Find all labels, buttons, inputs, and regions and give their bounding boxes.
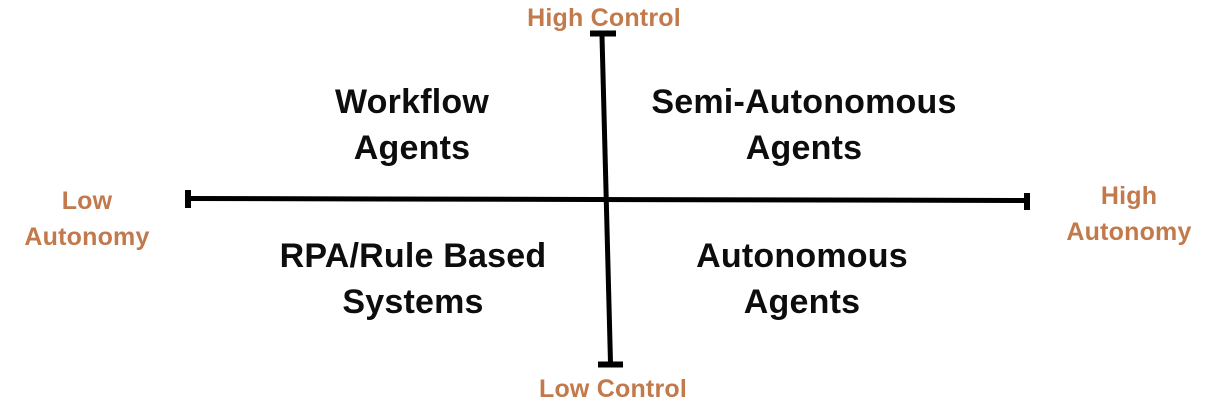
quadrant-label-semi-autonomous-agents: Semi-Autonomous Agents — [651, 79, 956, 171]
vertical-axis-bottom-label: Low Control — [538, 375, 688, 403]
quadrant-label-line: Systems — [342, 283, 484, 321]
quadrant-label-workflow-agents: Workflow Agents — [335, 79, 489, 171]
quadrant-label-autonomous-agents: Autonomous Agents — [696, 233, 908, 325]
quadrant-label-line: Autonomous — [696, 237, 908, 275]
vertical-axis-line — [599, 35, 613, 364]
quadrant-label-rpa-rule-based-systems: RPA/Rule Based Systems — [280, 233, 547, 325]
quadrant-label-line: Semi-Autonomous — [651, 83, 957, 121]
quadrant-label-line: Agents — [745, 129, 863, 167]
axis-label-line: Autonomy — [24, 223, 150, 251]
quadrant-label-line: Agents — [353, 129, 471, 167]
quadrant-label-line: RPA/Rule Based — [279, 237, 547, 275]
horizontal-axis-left-label: Low Autonomy — [24, 183, 149, 255]
vertical-axis-top-label: High Control — [527, 4, 681, 32]
axis-label-line: Autonomy — [1066, 218, 1192, 246]
quadrant-label-line: Workflow — [335, 83, 489, 121]
axis-label-line: High — [1100, 182, 1158, 210]
quadrant-label-line: Agents — [743, 283, 861, 321]
horizontal-axis-right-label: High Autonomy — [1066, 178, 1191, 250]
axis-label-line: Low — [61, 187, 113, 215]
